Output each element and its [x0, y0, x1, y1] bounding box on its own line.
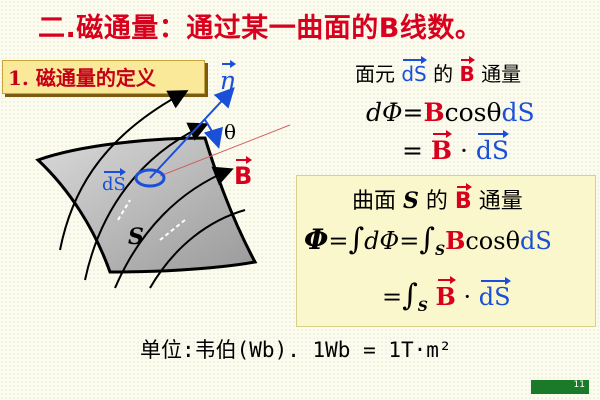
normal-label: n	[220, 60, 237, 95]
surface-flux-heading: 曲面 S 的 B 通量	[352, 183, 523, 214]
element-flux-equation: dΦ=BcosθdS	[366, 98, 535, 127]
field-line	[149, 209, 246, 289]
unit-line: 单位:韦伯(Wb). 1Wb = 1T·m²	[140, 338, 452, 362]
field-line	[84, 122, 209, 281]
section-badge	[2, 60, 205, 94]
slide-title: 二.磁通量：通过某一曲面的B线数。	[38, 13, 483, 44]
field-label: B	[234, 156, 253, 190]
element-label: dS	[102, 168, 126, 195]
element-flux-dot-product: = B · dS	[402, 130, 510, 165]
flux-diagram	[35, 87, 291, 289]
slide-number: 11	[531, 380, 589, 394]
surface-flux-panel	[296, 175, 596, 327]
field-line	[114, 166, 234, 289]
curved-surface	[35, 136, 258, 274]
section-label: 1. 磁通量的定义	[8, 66, 156, 90]
angle-label: θ	[224, 120, 237, 144]
field-line	[59, 90, 189, 251]
area-element	[134, 168, 166, 188]
normal-vector	[149, 87, 235, 179]
surface-flux-integral: Φ=∫dΦ=∫SBcosθdS	[304, 222, 552, 259]
angle-arc	[203, 119, 223, 149]
surface-flux-dot-integral: =∫S B · dS	[382, 276, 511, 315]
element-flux-heading: 面元 dS 的 B 通量	[355, 56, 522, 86]
surface-label: S	[128, 224, 144, 250]
